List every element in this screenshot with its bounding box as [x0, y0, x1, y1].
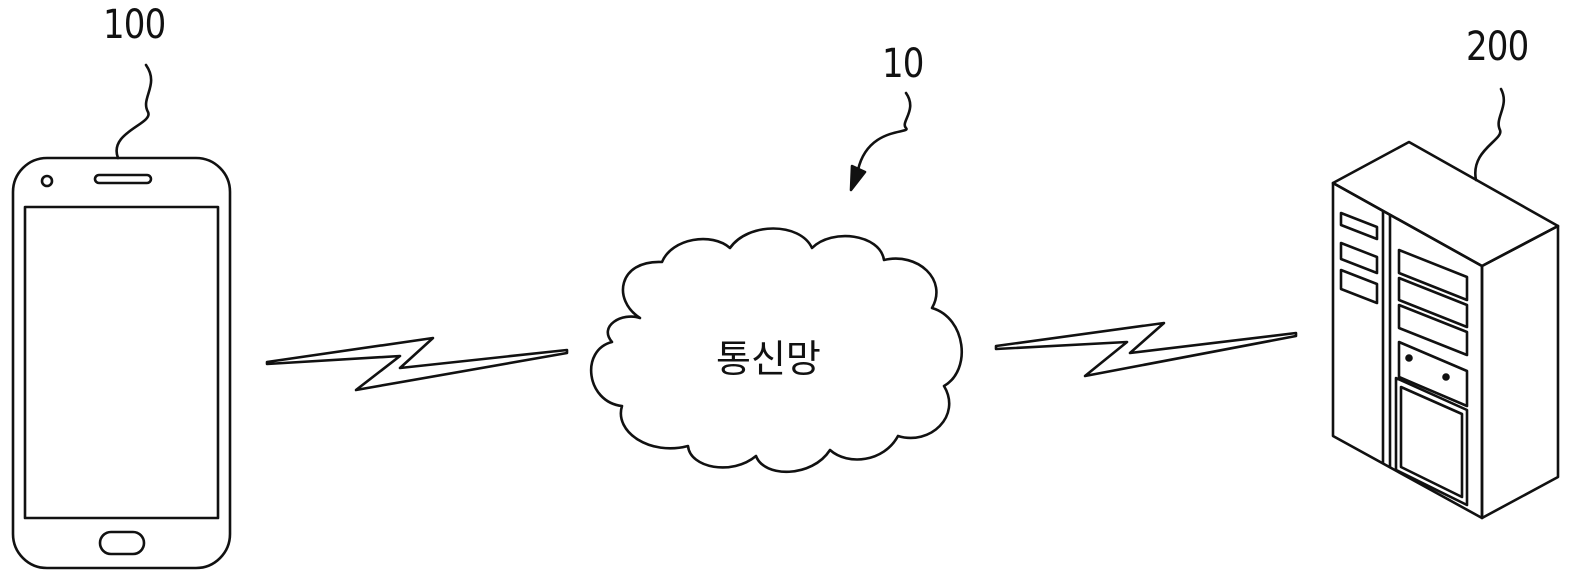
- network-reference-label: 10: [882, 41, 924, 87]
- server-drive: [1397, 340, 1469, 408]
- phone-camera: [40, 174, 54, 188]
- server-slot-left-1: [1339, 211, 1379, 241]
- wireless-link-right-icon: [994, 321, 1298, 378]
- server-door: [1394, 376, 1469, 507]
- terminal-leader-line: [115, 63, 153, 160]
- wireless-link-left-icon: [265, 336, 569, 392]
- server-bay-3: [1397, 303, 1469, 357]
- terminal-reference-label: 100: [103, 2, 166, 48]
- server-slot-left-3: [1339, 268, 1379, 305]
- network-cloud-icon: [589, 227, 963, 474]
- phone-screen: [23, 205, 220, 520]
- phone-speaker: [93, 173, 153, 185]
- server-reference-label: 200: [1466, 24, 1529, 70]
- network-leader-line: [856, 91, 912, 172]
- server-icon: [1331, 140, 1560, 520]
- server-slot-left-2: [1339, 241, 1379, 275]
- server-leader-line: [1474, 87, 1506, 182]
- phone-body: [11, 156, 232, 570]
- server-drive-led-2: [1442, 373, 1450, 381]
- phone-home-button: [98, 530, 146, 556]
- server-door-inner: [1399, 385, 1464, 499]
- server-bay-1: [1397, 248, 1469, 302]
- server-side-face: [1480, 224, 1560, 520]
- server-drive-led-1: [1405, 354, 1413, 362]
- smartphone-icon: [11, 156, 232, 570]
- network-name-label: 통신망: [716, 337, 821, 381]
- server-top-face: [1331, 140, 1560, 268]
- server-bay-2: [1397, 276, 1469, 329]
- server-front-face: [1331, 181, 1484, 520]
- network-arrowhead: [849, 164, 867, 192]
